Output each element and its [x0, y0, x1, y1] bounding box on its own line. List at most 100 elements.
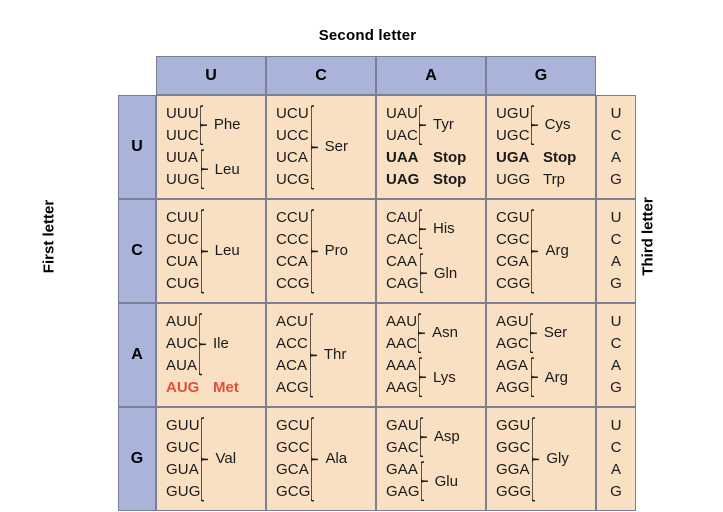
codon: GAA — [386, 461, 418, 478]
codon: UAG — [386, 171, 420, 189]
codon: UAC — [386, 126, 418, 144]
first-letter-header-u: U — [118, 95, 156, 199]
codon: AGU — [496, 312, 529, 330]
codon: CAA — [386, 253, 418, 270]
first-letter-header-a: A — [118, 303, 156, 407]
codon-group-brace — [310, 207, 324, 296]
codon: CCG — [276, 275, 310, 293]
codon: AGA — [496, 357, 528, 374]
codon: UCG — [276, 171, 310, 189]
third-letter: U — [610, 208, 622, 226]
codon: CAU — [386, 208, 418, 226]
codon: GGU — [496, 416, 531, 434]
codon: UCA — [276, 148, 308, 166]
amino-acid-label: Stop — [433, 149, 467, 166]
codon: UGC — [496, 126, 530, 144]
second-letter-header-c: C — [266, 56, 376, 95]
corner-spacer-right — [596, 56, 636, 95]
codon-group: CAA CAG Gln — [386, 251, 485, 295]
codon: UCU — [276, 104, 309, 122]
codon: CGC — [496, 230, 530, 248]
codon: UUA — [166, 149, 198, 166]
third-letter: A — [610, 461, 621, 478]
amino-acid-label: Val — [215, 450, 237, 468]
amino-acid-label: Thr — [323, 346, 347, 364]
codon: CAC — [386, 230, 418, 248]
codon-group-brace — [530, 355, 544, 399]
codon: AUC — [166, 334, 198, 352]
codon-group-brace — [419, 415, 433, 459]
first-letter-title: First letter — [40, 199, 58, 274]
first-letter-header-c: C — [118, 199, 156, 303]
codon: ACC — [276, 334, 308, 352]
codon-group-brace — [532, 415, 545, 504]
amino-acid-label: Glu — [434, 472, 458, 490]
codon: GUC — [166, 438, 200, 456]
second-letter-title: Second letter — [318, 27, 417, 44]
codon-group: AGA AGG Arg — [496, 355, 595, 399]
amino-acid-label: Stop — [433, 171, 467, 189]
amino-acid-label: Arg — [545, 242, 569, 260]
codon: AGG — [496, 379, 530, 397]
codon: AAA — [386, 357, 417, 374]
codon-list: CAU CAC — [386, 207, 418, 251]
amino-acid-label: Leu — [214, 160, 240, 178]
second-letter-header-a: A — [376, 56, 486, 95]
amino-acid-label: Stop — [543, 149, 577, 166]
codon-group-brace — [198, 311, 212, 378]
codon: GUA — [166, 460, 199, 478]
amino-acid-label: Phe — [213, 116, 241, 134]
codon: UUC — [166, 126, 199, 144]
codon-group-brace — [200, 207, 214, 296]
codon-group-brace — [311, 415, 324, 504]
amino-acid-label: Gln — [433, 264, 458, 282]
second-letter-header-u: U — [156, 56, 266, 95]
codon: AAU — [386, 312, 418, 330]
third-letter: G — [610, 379, 622, 397]
codon-group-brace — [529, 311, 543, 355]
codon: GCU — [276, 416, 310, 434]
codon: UGU — [496, 104, 530, 122]
codon: UGG — [496, 171, 531, 189]
third-letter: C — [610, 230, 622, 248]
codon: ACU — [276, 312, 308, 330]
codon-group-brace — [199, 103, 213, 147]
amino-acid-label: Arg — [544, 368, 568, 386]
amino-acid-label: Pro — [324, 242, 348, 260]
codon: CAG — [386, 275, 419, 293]
